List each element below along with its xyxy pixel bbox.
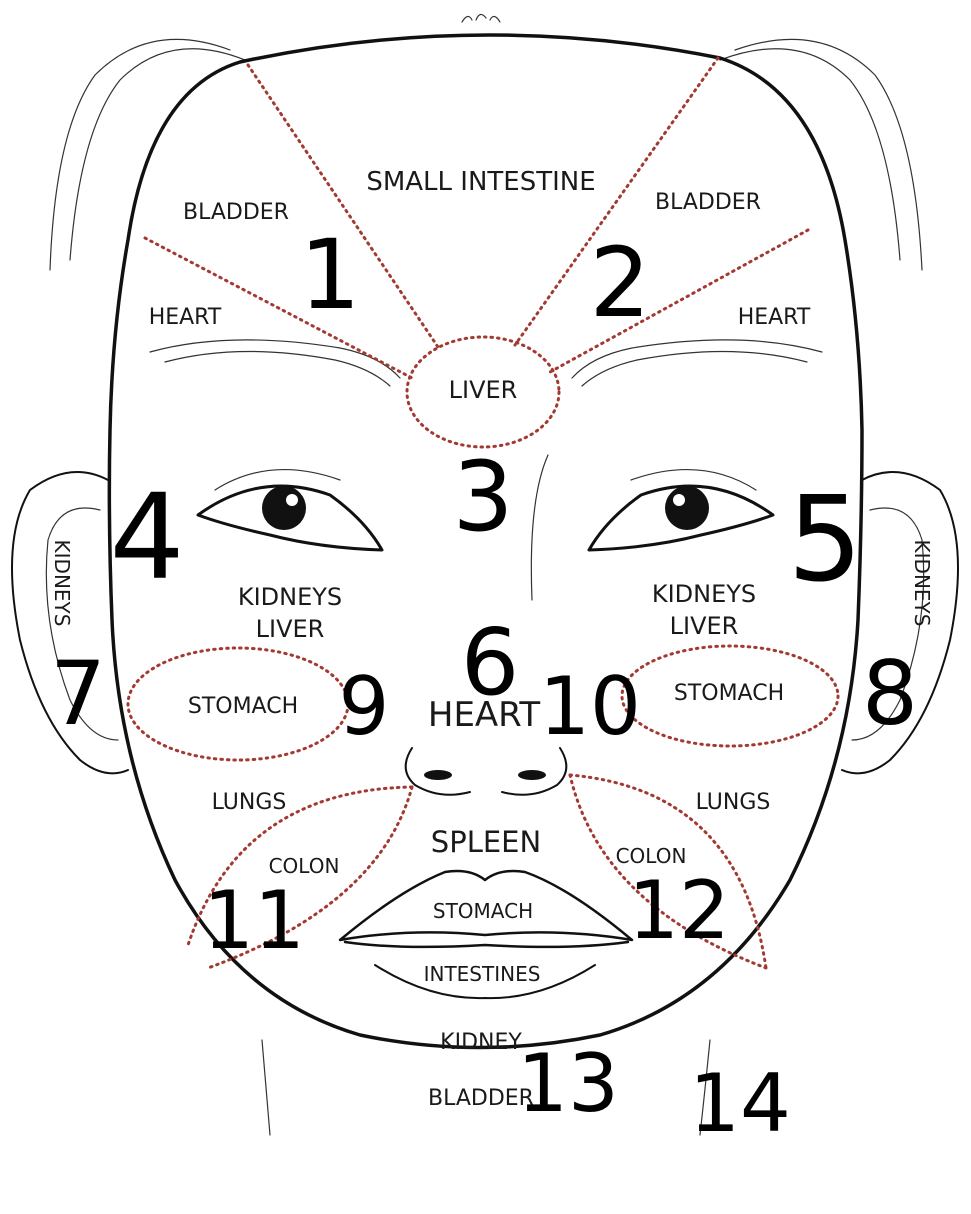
label-kidneys-right-ear: KIDNEYS (910, 540, 934, 627)
label-heart-right: HEART (738, 305, 811, 330)
zone-number-14: 14 (689, 1057, 791, 1150)
left-eyebrow (150, 340, 400, 386)
label-heart-left: HEART (149, 305, 222, 330)
zone-number-5: 5 (787, 470, 862, 608)
label-kidneys-left: KIDNEYS (238, 583, 342, 611)
label-liver-right: LIVER (670, 612, 739, 640)
zone-number-10: 10 (539, 660, 641, 753)
label-kidney-chin: KIDNEY (440, 1030, 522, 1055)
hair-outline (50, 14, 922, 270)
label-stomach-mouth: STOMACH (433, 899, 533, 923)
zone-number-6: 6 (461, 609, 520, 716)
label-bladder-right: BLADDER (655, 190, 761, 215)
zone-number-12: 12 (628, 864, 730, 957)
right-eye (589, 470, 773, 550)
zone-number-11: 11 (203, 874, 305, 967)
left-eye (198, 470, 382, 550)
label-bladder-left: BLADDER (183, 200, 289, 225)
label-lungs-right: LUNGS (696, 790, 771, 815)
label-stomach-right: STOMACH (674, 681, 784, 706)
zone-number-8: 8 (862, 642, 918, 745)
right-eyebrow (572, 340, 822, 386)
label-kidneys-left-ear: KIDNEYS (50, 540, 74, 627)
zone-number-2: 2 (589, 227, 650, 339)
zone-number-13: 13 (517, 1037, 619, 1130)
zone-number-4: 4 (109, 468, 184, 606)
label-intestines: INTESTINES (424, 962, 541, 986)
zone-number-7: 7 (50, 642, 106, 745)
label-liver: LIVER (449, 376, 518, 404)
label-lungs-left: LUNGS (212, 790, 287, 815)
label-small-intestine: SMALL INTESTINE (366, 167, 595, 197)
label-stomach-left: STOMACH (188, 694, 298, 719)
zone-number-3: 3 (452, 441, 513, 553)
zone-number-9: 9 (339, 660, 390, 753)
label-spleen: SPLEEN (431, 825, 541, 859)
zone-number-1: 1 (299, 219, 360, 331)
label-kidneys-right: KIDNEYS (652, 580, 756, 608)
label-liver-left: LIVER (256, 615, 325, 643)
